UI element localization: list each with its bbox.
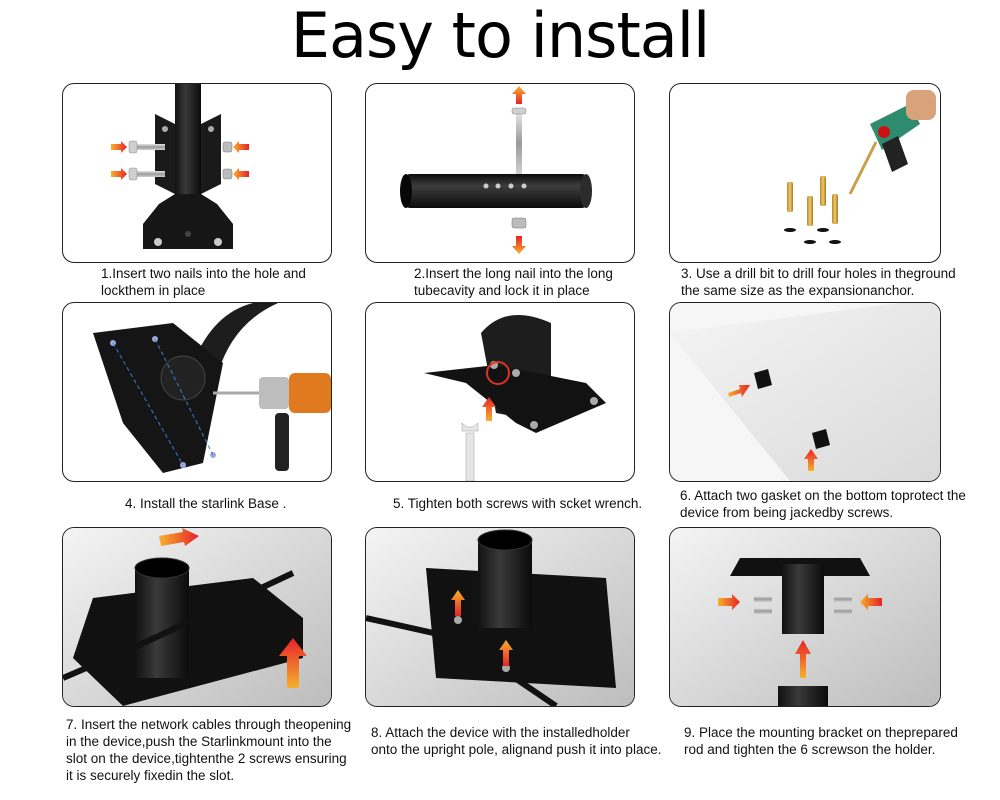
drill-icon [848,90,936,195]
step-9-image [669,527,941,707]
step-3-caption: 3. Use a drill bit to drill four holes i… [681,266,956,298]
nut-icon [222,141,233,180]
arrow-icon [111,141,249,180]
step-2-image [365,83,635,263]
arrow-icon [718,594,882,678]
step-8-image [365,527,635,707]
step-6-image [669,302,941,482]
gasket-icon [754,369,830,449]
wrench-icon [461,422,479,481]
drill-icon [213,373,331,471]
step-2-caption: 2.Insert the long nail into the long tub… [414,266,613,298]
step-7-caption: 7. Insert the network cables through the… [66,717,352,783]
step-5-caption: 5. Tighten both screws with scket wrench… [393,496,643,511]
step-4-caption: 4. Install the starlink Base . [125,496,287,511]
arrow-icon [512,86,526,254]
step-1-image [62,83,332,263]
page-title: Easy to install [290,0,710,72]
step-6-caption: 6. Attach two gasket on the bottom topro… [680,488,966,520]
step-1-caption: 1.Insert two nails into the hole and loc… [101,266,306,298]
expansion-anchor-icon [784,176,841,244]
screw-icon [511,107,527,174]
arrow-icon [159,528,307,688]
arrow-icon [728,385,818,471]
step-8-caption: 8. Attach the device with the installedh… [371,725,662,757]
arrow-icon [451,590,513,666]
step-3-image [669,83,941,263]
screw-icon [754,596,852,614]
nut-icon [511,217,527,229]
step-5-image [365,302,635,482]
screw-icon [128,140,165,181]
step-7-image [62,527,332,707]
step-9-caption: 9. Place the mounting bracket on theprep… [684,725,958,757]
arrow-icon [482,397,496,421]
step-4-image [62,302,332,482]
